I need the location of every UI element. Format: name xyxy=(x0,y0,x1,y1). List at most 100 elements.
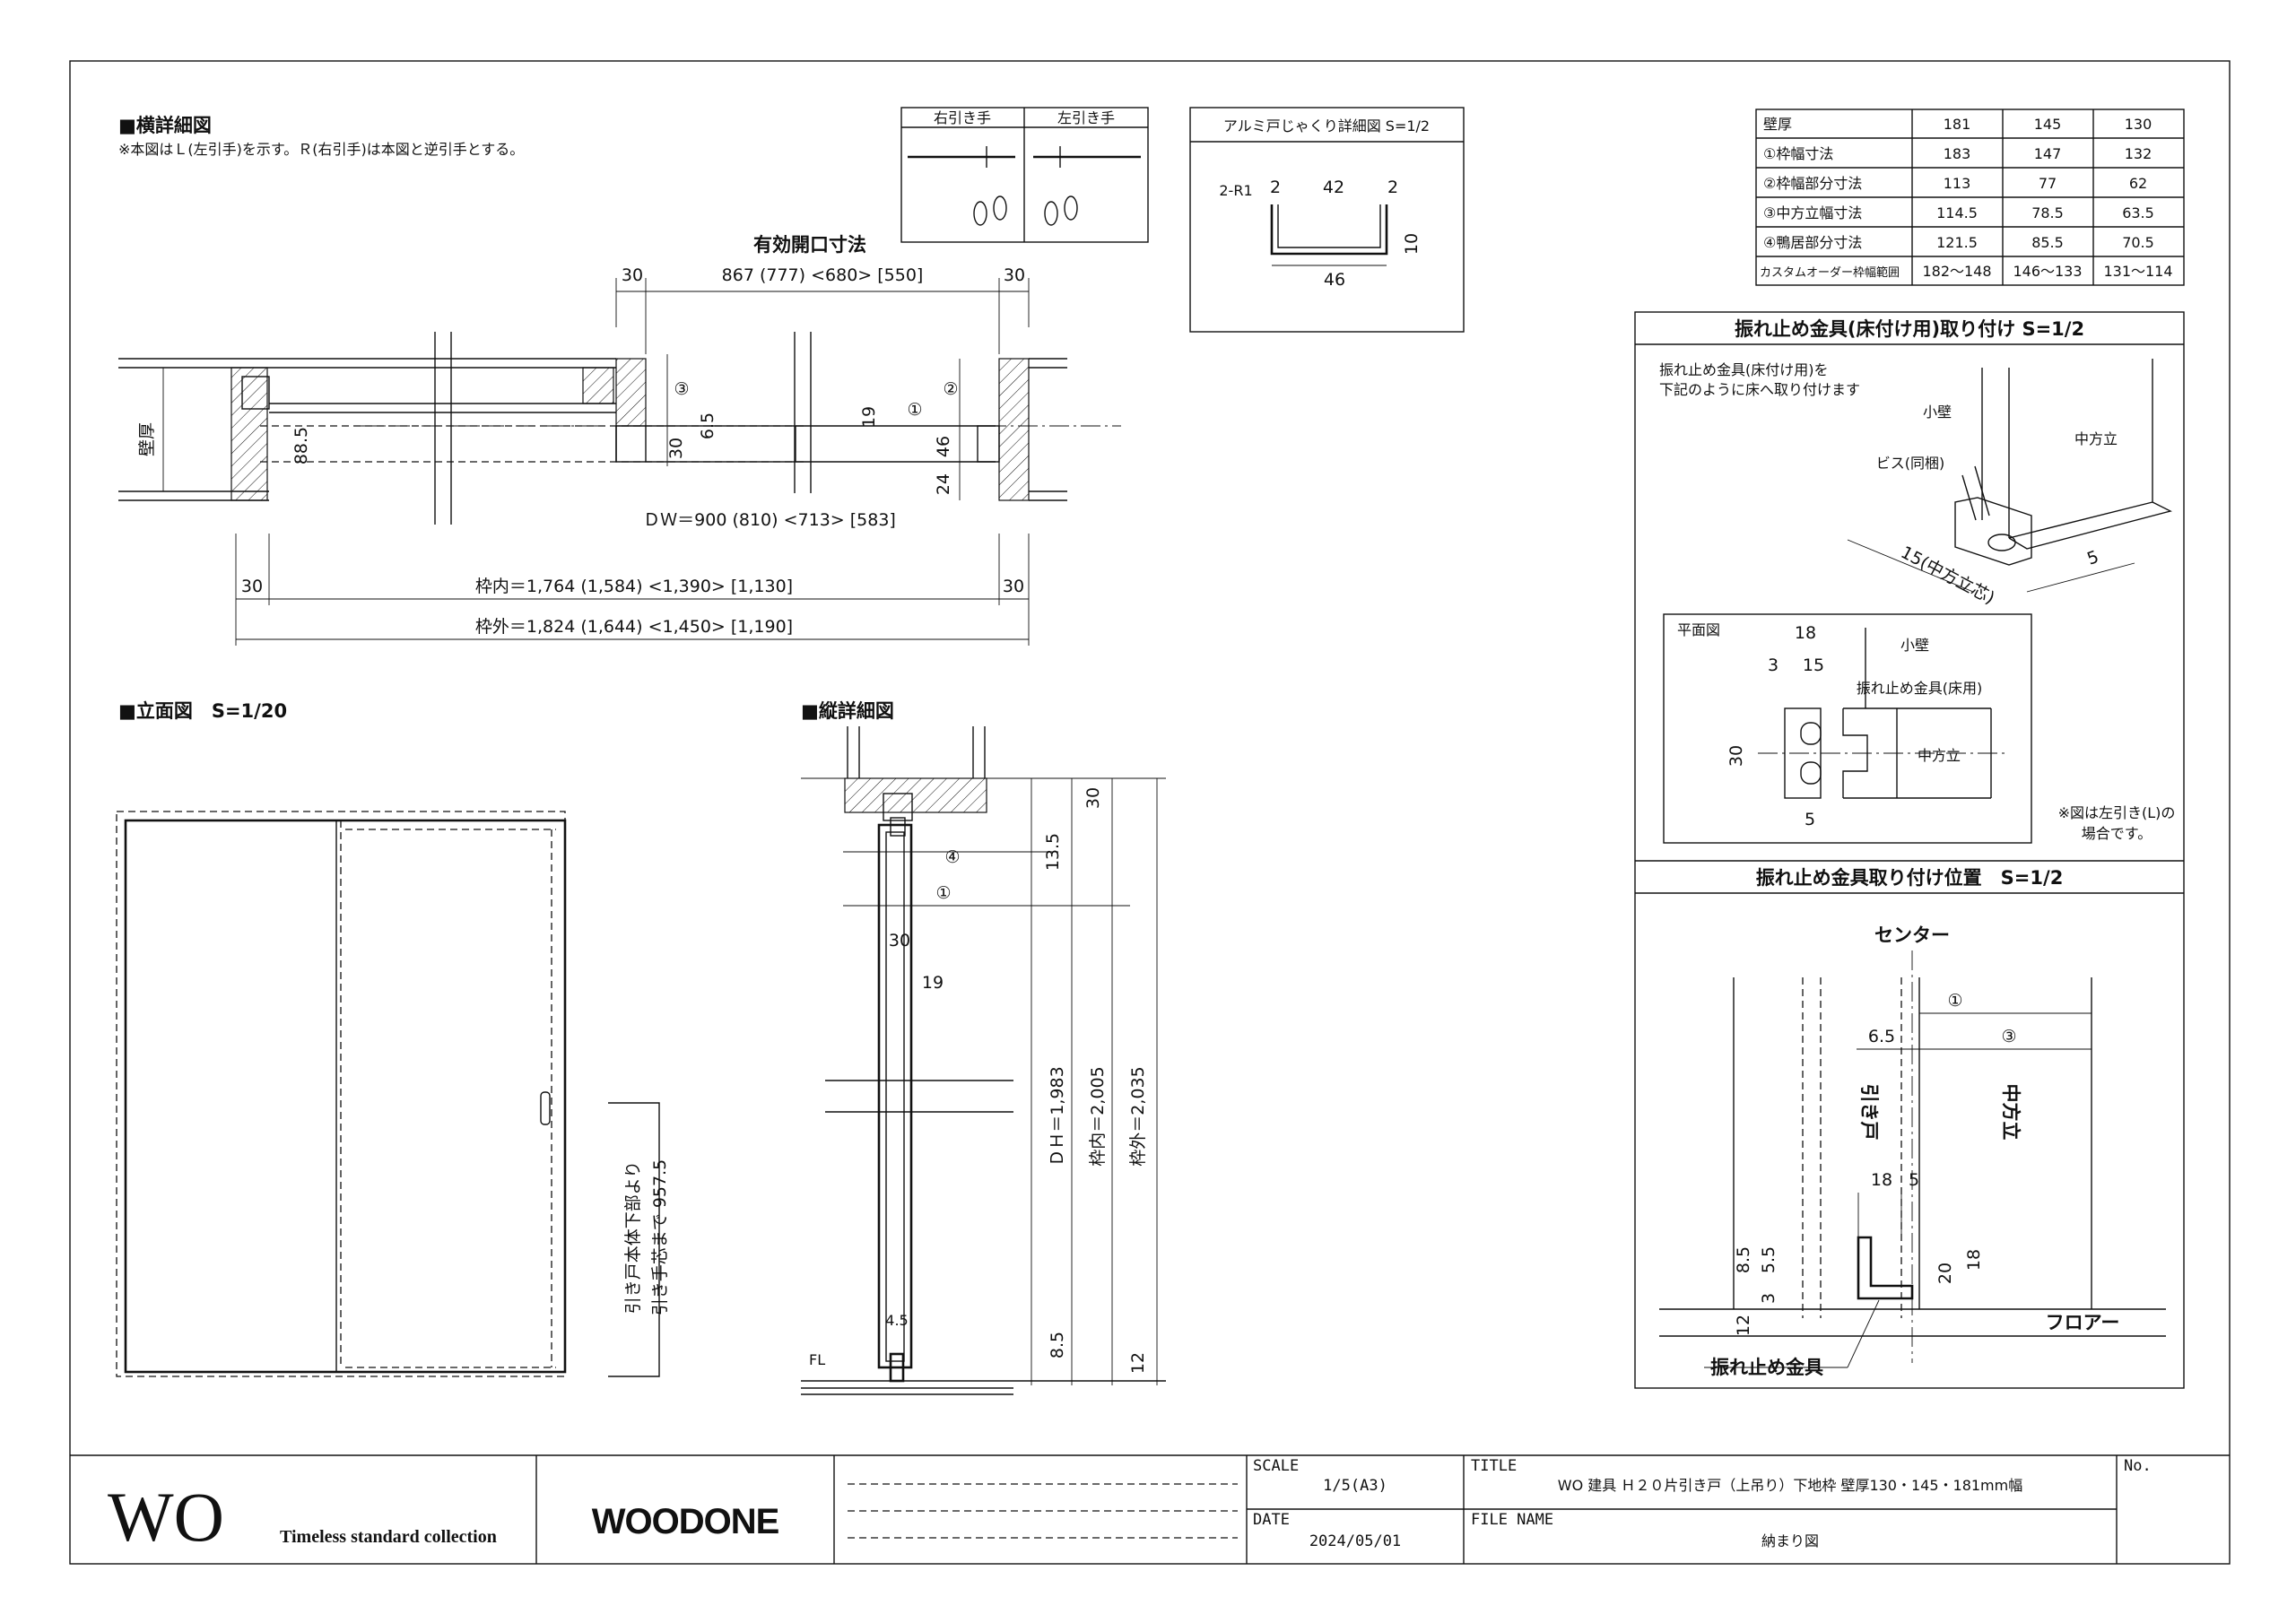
vert-circle-1: ① xyxy=(935,883,951,903)
vert-dim-outer: 枠外＝2,035 xyxy=(1128,1066,1148,1166)
alu-dim-2-left: 2 xyxy=(1270,178,1281,197)
spec-cell: ②枠幅部分寸法 xyxy=(1763,175,1862,192)
spec-row: カスタムオーダー枠幅範囲 182～148 146～133 131～114 xyxy=(1760,263,2173,280)
spec-cell: 70.5 xyxy=(2122,234,2154,251)
plan-post: 中方立 xyxy=(1918,747,1961,764)
dim-top-30-left: 30 xyxy=(622,265,643,285)
vert-dim-dh: ＤＨ＝1,983 xyxy=(1048,1066,1067,1166)
spec-header-2: 145 xyxy=(2034,116,2062,133)
plan-small-wall: 小壁 xyxy=(1900,637,1929,654)
handle-right-label: 右引き手 xyxy=(934,109,991,126)
sheet-border xyxy=(69,60,2231,1565)
plan-note-2: 場合です。 xyxy=(2082,825,2152,842)
circle-3-jamb: ③ xyxy=(674,379,689,399)
spec-row: ③中方立幅寸法 114.5 78.5 63.5 xyxy=(1763,204,2154,221)
spec-cell: 85.5 xyxy=(2031,234,2064,251)
door-handle-icon xyxy=(540,1091,551,1125)
spec-cell: 131～114 xyxy=(2103,263,2172,280)
spec-row: ②枠幅部分寸法 113 77 62 xyxy=(1763,175,2147,192)
plan-label: 平面図 xyxy=(1677,621,1720,638)
pos-dim-5: 5 xyxy=(1909,1170,1919,1190)
elevation-note-1: 引き戸本体下部より xyxy=(623,1161,643,1315)
file-label: FILE NAME xyxy=(1471,1511,1553,1529)
dim-frame-inner: 枠内＝1,764 (1,584) <1,390> [1,130] xyxy=(475,577,793,596)
stopper-small-wall: 小壁 xyxy=(1923,404,1952,421)
elevation-note-2: 引き手芯まで 957.5 xyxy=(650,1159,670,1315)
vert-dim-19: 19 xyxy=(922,973,944,993)
dim-dw: ＤＷ＝900 (810) <713> [583] xyxy=(643,510,896,530)
stopper-install-panel: 振れ止め金具(床付け用)取り付け S=1/2 振れ止め金具(床付け用)を 下記の… xyxy=(1634,311,2185,1389)
stopper-dim-5: 5 xyxy=(2084,547,2101,569)
brand-tagline: Timeless standard collection xyxy=(280,1527,497,1547)
horizontal-detail-note: ※本図はＬ(左引手)を示す。Ｒ(右引手)は本図と逆引手とする。 xyxy=(118,141,524,158)
pos-dim-8-5: 8.5 xyxy=(1734,1246,1753,1273)
plan-fitting: 振れ止め金具(床用) xyxy=(1857,680,1983,697)
plan-dim-5: 5 xyxy=(1805,810,1815,829)
effective-opening-label: 有効開口寸法 xyxy=(753,234,866,256)
spec-header-0: 壁厚 xyxy=(1763,116,1792,133)
pos-dim-18b: 18 xyxy=(1964,1249,1984,1271)
plan-note-1: ※図は左引き(L)の xyxy=(2058,804,2176,821)
alu-detail-title: アルミ戸じゃくり詳細図 S=1/2 xyxy=(1223,117,1430,135)
center-label: センター xyxy=(1874,924,1950,946)
spec-cell: 183 xyxy=(1944,145,1971,162)
spec-header-3: 130 xyxy=(2125,116,2152,133)
wall-thickness-label: 壁厚 xyxy=(137,422,157,456)
vertical-detail-title: ■縦詳細図 xyxy=(801,700,894,722)
pos-circle-1: ① xyxy=(1947,991,1962,1011)
spec-row: ①枠幅寸法 183 147 132 xyxy=(1763,145,2152,162)
pos-fitting: 振れ止め金具 xyxy=(1710,1357,1823,1378)
title-value: WO 建具 Ｈ２０片引き戸（上吊り）下地枠 壁厚130・145・181mm幅 xyxy=(1558,1477,2022,1494)
vert-circle-4: ④ xyxy=(944,847,960,867)
elevation-title: ■立面図 S=1/20 xyxy=(118,700,287,722)
spec-cell: 78.5 xyxy=(2031,204,2064,221)
pos-dim-6-5: 6.5 xyxy=(1868,1027,1895,1046)
brand-wo: WO xyxy=(108,1478,224,1556)
file-value: 納まり図 xyxy=(1761,1532,1819,1549)
circle-1-jamb: ① xyxy=(907,400,922,420)
scale-label: SCALE xyxy=(1253,1457,1299,1475)
stopper-note-2: 下記のように床へ取り付けます xyxy=(1659,381,1860,398)
vert-dim-30: 30 xyxy=(889,931,910,950)
stopper-screw: ビス(同梱) xyxy=(1876,455,1945,472)
pos-dim-20: 20 xyxy=(1935,1263,1955,1284)
spec-cell: ④鴨居部分寸法 xyxy=(1763,234,1862,251)
vertical-detail: ■縦詳細図 ④ ① 30 19 4.5 FL 30 13.5 ＤＨ＝1,983 … xyxy=(801,700,1166,1395)
spec-cell: ③中方立幅寸法 xyxy=(1763,204,1862,221)
dim-88-5: 88.5 xyxy=(291,427,311,464)
alu-dim-46: 46 xyxy=(1324,270,1345,290)
dim-30-jamb: 30 xyxy=(666,438,686,459)
spec-cell: ①枠幅寸法 xyxy=(1763,145,1833,162)
vert-dim-12: 12 xyxy=(1128,1352,1148,1374)
spec-row: ④鴨居部分寸法 121.5 85.5 70.5 xyxy=(1763,234,2154,251)
vert-dim-30-top: 30 xyxy=(1083,787,1103,809)
plan-dim-3: 3 xyxy=(1768,655,1779,675)
spec-cell: 113 xyxy=(1944,175,1971,192)
woodone-logo: WOODONE xyxy=(592,1502,779,1541)
stopper-dim-15: 15(中方立芯) xyxy=(1898,542,1998,608)
stopper-note-1: 振れ止め金具(床付け用)を xyxy=(1659,361,1829,378)
dim-24-jamb: 24 xyxy=(934,473,953,495)
stopper-position-title: 振れ止め金具取り付け位置 S=1/2 xyxy=(1756,867,2064,889)
dim-frame-outer: 枠外＝1,824 (1,644) <1,450> [1,190] xyxy=(475,617,793,637)
alu-r-label: 2-R1 xyxy=(1219,182,1252,199)
alu-dim-42: 42 xyxy=(1323,178,1344,197)
handle-left-label: 左引き手 xyxy=(1057,109,1115,126)
circle-2-jamb: ② xyxy=(943,379,958,399)
title-label: TITLE xyxy=(1471,1457,1517,1475)
horizontal-detail: ■横詳細図 ※本図はＬ(左引手)を示す。Ｒ(右引手)は本図と逆引手とする。 右引… xyxy=(118,107,1149,646)
dim-19-jamb: 19 xyxy=(859,406,879,428)
alu-groove-detail: アルミ戸じゃくり詳細図 S=1/2 2-R1 2 42 2 10 46 xyxy=(1189,107,1465,333)
alu-dim-10: 10 xyxy=(1402,233,1422,255)
spec-cell: 114.5 xyxy=(1936,204,1978,221)
pos-floor: フロアー xyxy=(2046,1312,2120,1333)
spec-cell: 63.5 xyxy=(2122,204,2154,221)
stopper-position-panel: 振れ止め金具取り付け位置 S=1/2 センター ① 6.5 ③ 引き戸 中方立 … xyxy=(1635,860,2184,1378)
spec-cell: 146～133 xyxy=(2013,263,2082,280)
dim-46-jamb: 46 xyxy=(934,436,953,457)
spec-cell: カスタムオーダー枠幅範囲 xyxy=(1760,266,1900,280)
pos-door: 引き戸 xyxy=(1858,1084,1880,1141)
date-label: DATE xyxy=(1253,1511,1290,1529)
plan-dim-15: 15 xyxy=(1803,655,1824,675)
